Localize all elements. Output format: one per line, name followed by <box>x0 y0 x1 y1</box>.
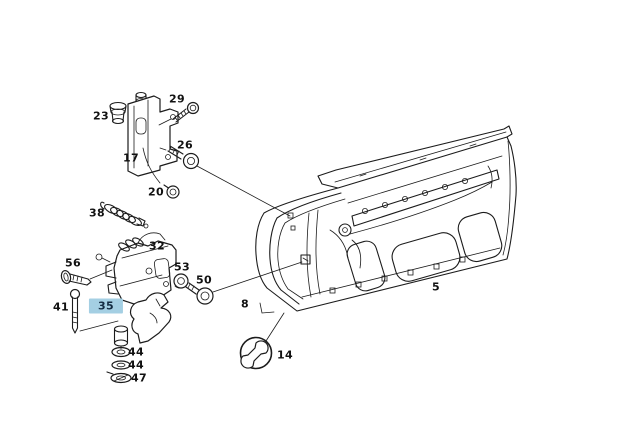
part-label-50[interactable]: 50 <box>195 273 213 287</box>
part-label-26[interactable]: 26 <box>176 138 194 152</box>
part-label-32[interactable]: 32 <box>148 239 166 253</box>
part-drawing-pin-41 <box>69 288 81 334</box>
part-label-41[interactable]: 41 <box>52 300 70 314</box>
part-label-44[interactable]: 44 <box>127 345 145 359</box>
wrench-icon <box>239 336 273 370</box>
part-drawing-grommet-53 <box>173 273 189 289</box>
part-label-47[interactable]: 47 <box>130 371 148 385</box>
part-label-23[interactable]: 23 <box>92 109 110 123</box>
part-label-35-selected[interactable]: 35 <box>88 298 124 314</box>
part-drawing-screw-20 <box>163 184 180 199</box>
part-drawing-bolt-26 <box>167 145 200 170</box>
part-label-29[interactable]: 29 <box>168 92 186 106</box>
part-drawing-washer-44a <box>111 345 131 358</box>
part-label-5[interactable]: 5 <box>431 280 441 294</box>
part-label-14[interactable]: 14 <box>276 348 294 362</box>
part-drawing-spring-38 <box>100 201 149 229</box>
part-drawing-hinge-17 <box>127 91 179 177</box>
part-label-56[interactable]: 56 <box>64 256 82 270</box>
part-drawing-screw-29 <box>158 101 200 126</box>
leader-lines <box>79 147 303 342</box>
part-drawing-cap-23 <box>109 101 127 125</box>
part-drawing-washer-47 <box>106 371 132 384</box>
part-label-38[interactable]: 38 <box>88 206 106 220</box>
part-label-53[interactable]: 53 <box>173 260 191 274</box>
part-drawing-screw-56 <box>60 269 92 286</box>
part-label-8[interactable]: 8 <box>240 297 250 311</box>
part-label-44[interactable]: 44 <box>127 358 145 372</box>
part-label-17[interactable]: 17 <box>122 151 140 165</box>
part-drawing-door-shell <box>255 125 517 314</box>
part-drawing-bolt-50 <box>185 282 214 305</box>
part-drawing-washer-44b <box>111 360 131 370</box>
part-label-20[interactable]: 20 <box>147 185 165 199</box>
